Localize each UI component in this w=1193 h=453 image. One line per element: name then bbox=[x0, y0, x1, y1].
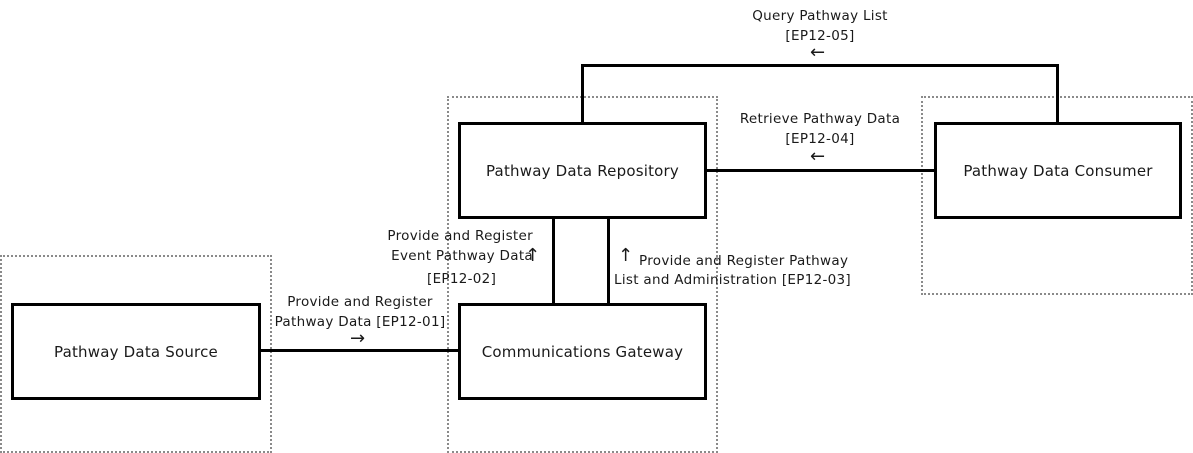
pathway-data-source-label: Pathway Data Source bbox=[54, 342, 218, 361]
communications-gateway-box: Communications Gateway bbox=[458, 303, 707, 400]
ep01-label-line1: Provide and Register bbox=[287, 294, 433, 310]
source-group bbox=[0, 255, 272, 453]
ep02-label-line1: Provide and Register bbox=[387, 228, 533, 244]
ep05-connector-right bbox=[1056, 64, 1059, 124]
pathway-data-consumer-label: Pathway Data Consumer bbox=[963, 161, 1153, 180]
ep01-label: Provide and Register Pathway Data [EP12-… bbox=[262, 292, 458, 332]
ep02-connector bbox=[552, 218, 555, 304]
pathway-data-repository-box: Pathway Data Repository bbox=[458, 122, 707, 219]
pathway-data-source-box: Pathway Data Source bbox=[11, 303, 261, 400]
ep02-label-line2: Event Pathway Data bbox=[340, 246, 533, 266]
ep03-connector bbox=[607, 218, 610, 304]
ep03-label-line2: List and Administration [EP12-03] bbox=[614, 272, 851, 288]
ep05-arrow-left-icon: ← bbox=[810, 42, 826, 63]
ep04-connector bbox=[705, 169, 936, 172]
ep04-arrow-left-icon: ← bbox=[810, 146, 826, 167]
ep04-label-line1: Retrieve Pathway Data bbox=[739, 111, 901, 127]
ep05-connector-top bbox=[581, 64, 1059, 67]
ep01-connector bbox=[259, 349, 460, 352]
ep05-label-line1: Query Pathway List bbox=[752, 8, 888, 24]
ep05-connector-left bbox=[581, 64, 584, 124]
ep02-label-line3: [EP12-02] bbox=[427, 271, 497, 287]
communications-gateway-label: Communications Gateway bbox=[481, 342, 684, 361]
ep01-arrow-right-icon: → bbox=[350, 328, 366, 349]
ep04-label-line2: [EP12-04] bbox=[785, 131, 855, 147]
pathway-data-repository-label: Pathway Data Repository bbox=[485, 161, 679, 180]
ep02-label: Provide and Register Event Pathway Data bbox=[340, 226, 533, 266]
ep04-label: Retrieve Pathway Data [EP12-04] bbox=[720, 109, 920, 149]
ep02-arrow-up-icon: ↑ bbox=[525, 245, 541, 266]
ep05-label: Query Pathway List [EP12-05] bbox=[720, 6, 920, 46]
ep03-label-line1: Provide and Register Pathway bbox=[639, 253, 849, 269]
ep02-label-line2-text: Event Pathway Data bbox=[391, 248, 533, 264]
pathway-data-consumer-box: Pathway Data Consumer bbox=[934, 122, 1182, 219]
ep05-label-line2: [EP12-05] bbox=[785, 28, 855, 44]
ep03-arrow-up-icon: ↑ bbox=[618, 245, 634, 266]
ep01-label-line2: Pathway Data [EP12-01] bbox=[274, 314, 446, 330]
